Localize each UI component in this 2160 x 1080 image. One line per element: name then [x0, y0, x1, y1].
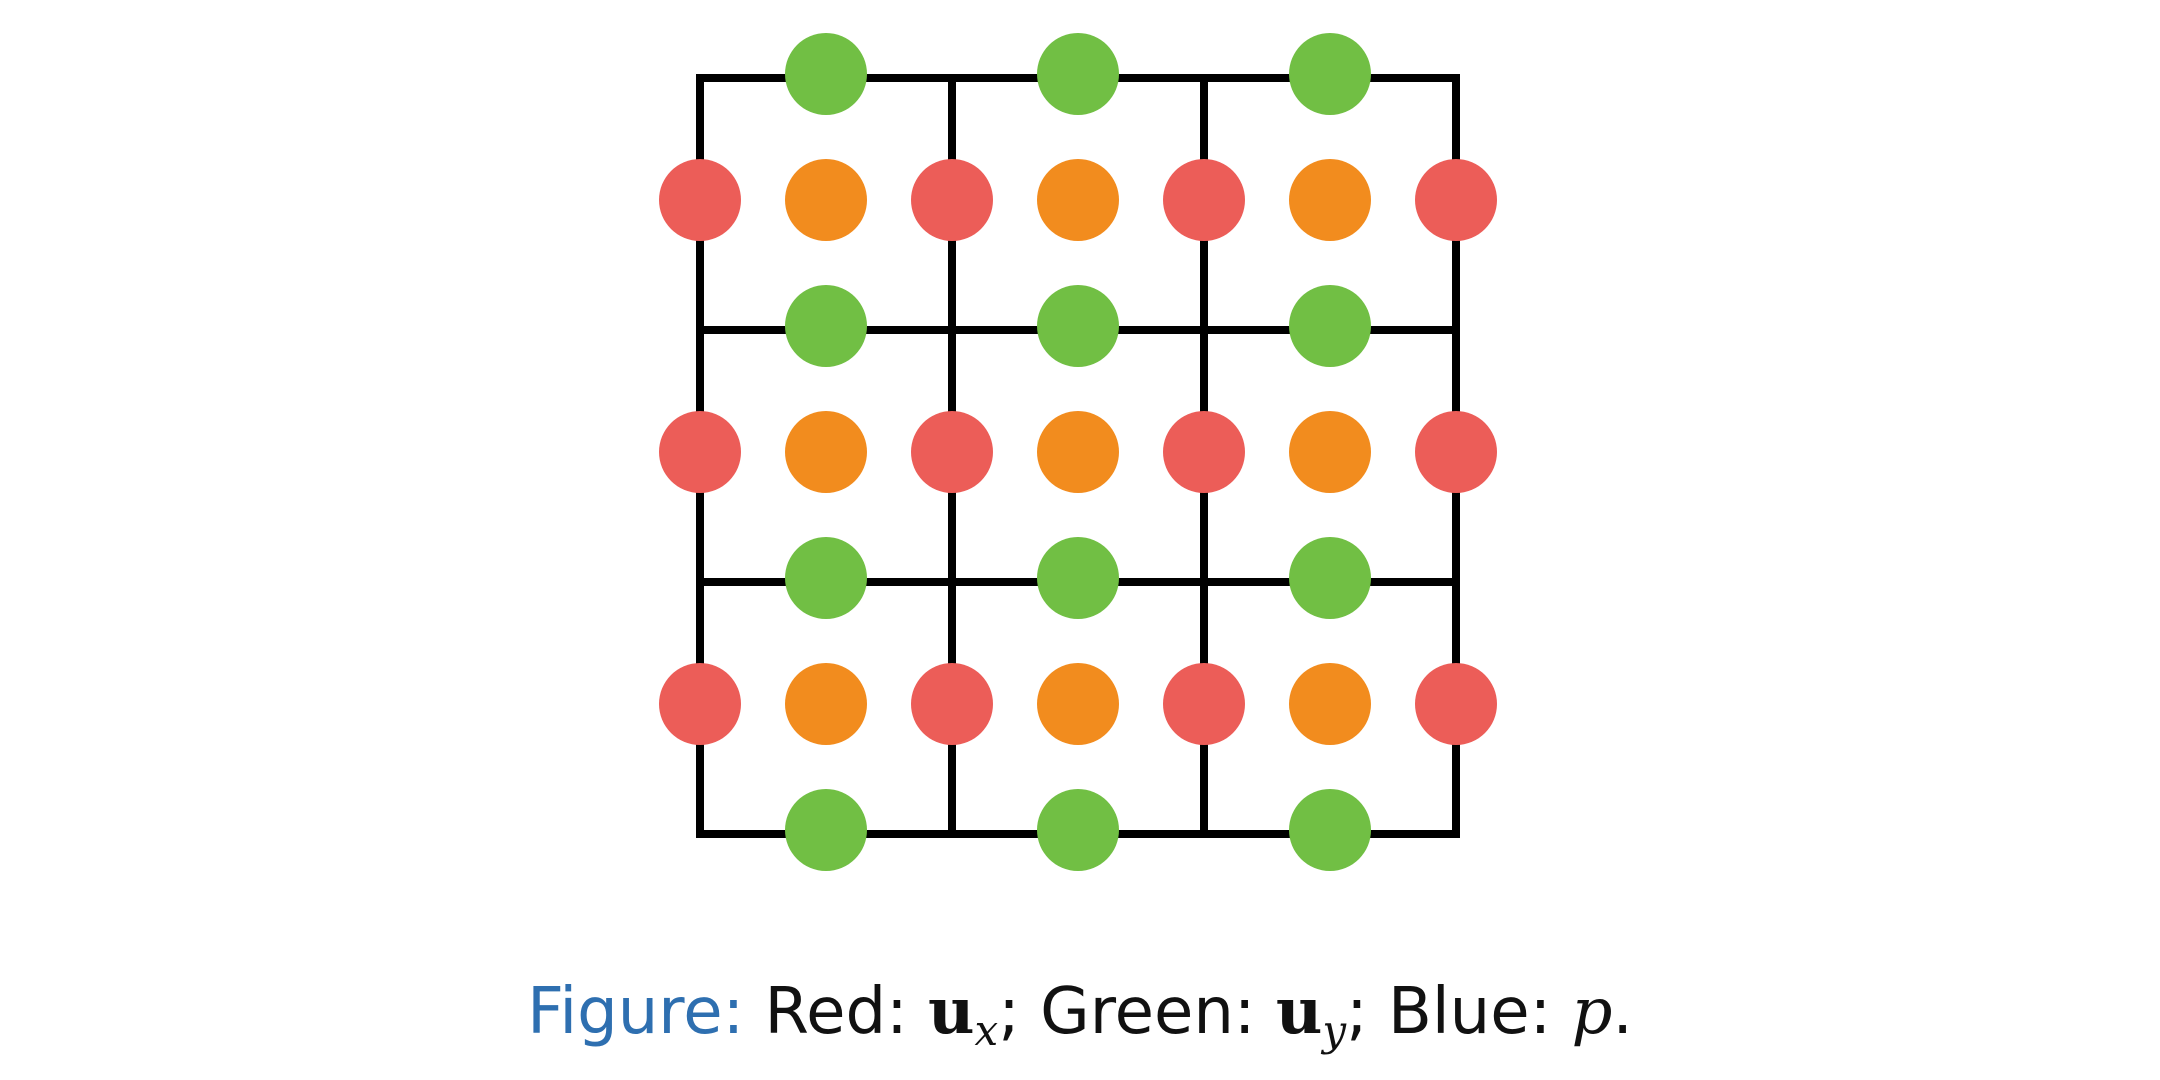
- orange-dot: [1289, 411, 1371, 493]
- red-dot: [911, 411, 993, 493]
- green-dot: [1037, 537, 1119, 619]
- orange-dot: [1037, 663, 1119, 745]
- orange-dot: [785, 159, 867, 241]
- green-dot: [1037, 789, 1119, 871]
- red-dot: [659, 411, 741, 493]
- caption-green-text: Green:: [1040, 975, 1256, 1049]
- green-dot: [1037, 285, 1119, 367]
- green-dot: [785, 285, 867, 367]
- red-dot: [1163, 159, 1245, 241]
- caption-separator-2: ;: [1346, 975, 1368, 1049]
- green-dot: [785, 789, 867, 871]
- caption-end: .: [1612, 975, 1633, 1049]
- caption-ux-subscript: x: [974, 1006, 999, 1055]
- green-dot: [785, 33, 867, 115]
- orange-dot: [1289, 159, 1371, 241]
- green-dot: [1289, 285, 1371, 367]
- red-dot: [911, 159, 993, 241]
- caption-p-symbol: p: [1571, 975, 1613, 1049]
- caption-blue-text: Blue:: [1387, 975, 1552, 1049]
- red-dot: [659, 159, 741, 241]
- caption-ux-symbol: u: [927, 974, 975, 1049]
- caption-uy-symbol: u: [1275, 974, 1323, 1049]
- red-dot: [1415, 411, 1497, 493]
- red-dot: [1415, 663, 1497, 745]
- red-dot: [659, 663, 741, 745]
- green-dot: [1037, 33, 1119, 115]
- orange-dot: [1037, 159, 1119, 241]
- orange-dot: [1037, 411, 1119, 493]
- caption-label: Figure:: [527, 975, 745, 1049]
- caption-red-text: Red:: [764, 975, 908, 1049]
- caption-uy-subscript: y: [1322, 1006, 1347, 1055]
- green-dot: [1289, 789, 1371, 871]
- green-dot: [1289, 537, 1371, 619]
- orange-dot: [785, 411, 867, 493]
- green-dot: [785, 537, 867, 619]
- red-dot: [1163, 411, 1245, 493]
- staggered-grid-diagram: [659, 33, 1497, 871]
- green-dot: [1289, 33, 1371, 115]
- red-dot: [911, 663, 993, 745]
- figure-caption: Figure: Red: ux; Green: uy; Blue: p.: [0, 980, 2160, 1052]
- orange-dot: [785, 663, 867, 745]
- red-dot: [1415, 159, 1497, 241]
- orange-dot: [1289, 663, 1371, 745]
- red-dot: [1163, 663, 1245, 745]
- caption-separator-1: ;: [998, 975, 1020, 1049]
